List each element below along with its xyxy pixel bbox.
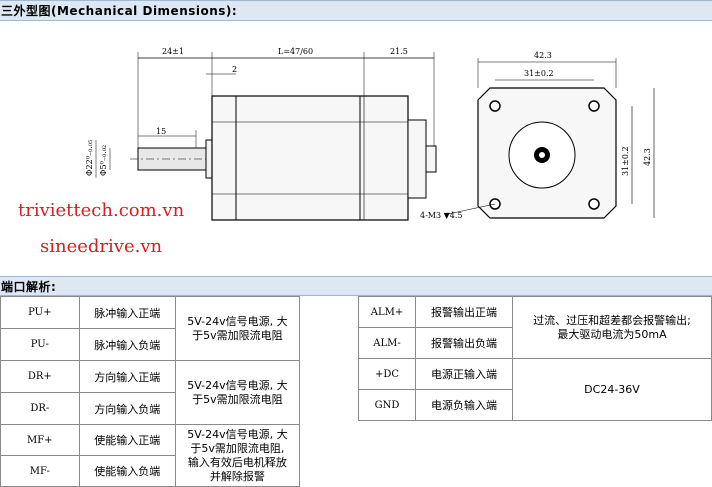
dim-31-side-label: 31±0.2 [621, 146, 630, 176]
table-row: DR- 方向输入负端 [0, 392, 300, 425]
watermark-sineedrive: sineedrive.vn [40, 236, 163, 257]
desc-mf: 5V-24v信号电源, 大于5v需加限流电阻,输入有效后电机释放并解除报警 [174, 424, 301, 487]
desc-dr: 5V-24v信号电源, 大于5v需加限流电阻 [174, 360, 301, 425]
section-header-ports: 端口解析: [0, 276, 712, 296]
mount-hole [588, 100, 600, 112]
table-row: ALM- 报警输出负端 [358, 327, 712, 359]
table-row: MF+ 使能输入正端 5V-24v信号电源, 大于5v需加限流电阻,输入有效后电… [0, 424, 301, 487]
desc-pu: 5V-24v信号电源, 大于5v需加限流电阻 [174, 296, 301, 361]
dim-2-label: 2 [232, 65, 237, 74]
port-table-left: PU+ 脉冲输入正端 5V-24v信号电源, 大于5v需加限流电阻 PU- 脉冲… [0, 296, 301, 487]
function-pu-plus: 脉冲输入正端 [78, 296, 176, 329]
section-title-ports: 端口解析: [1, 280, 57, 294]
dim-holes-label: 4-M3 ▼4.5 [420, 211, 463, 220]
table-row: GND 电源负输入端 [358, 389, 712, 421]
mechanical-drawing: 24±1 L=47/60 21.5 2 15 Φ22⁰₋₀.₀₅ Φ5⁰₋₀.₀… [85, 47, 655, 221]
table-row: MF- 使能输入负端 [0, 455, 300, 487]
function-dc-plus: 电源正输入端 [415, 358, 513, 390]
mount-hole [588, 198, 600, 210]
signal-pu-minus: PU- [0, 328, 80, 361]
watermark-triviettech: triviettech.com.vn [18, 200, 185, 221]
function-dr-plus: 方向输入正端 [78, 360, 176, 393]
desc-dc: DC24-36V [512, 358, 712, 421]
dim-21-5-label: 21.5 [390, 47, 408, 56]
signal-dr-minus: DR- [0, 392, 80, 425]
table-row: ALM+ 报警输出正端 过流、过压和超差都会报警输出;最大驱动电流为50mA [358, 296, 712, 359]
dim-phi5-label: Φ5⁰₋₀.₀₂ [99, 145, 108, 176]
signal-mf-plus: MF+ [0, 424, 80, 456]
desc-alm: 过流、过压和超差都会报警输出;最大驱动电流为50mA [512, 296, 712, 359]
connector [425, 145, 437, 173]
table-row: DR+ 方向输入正端 5V-24v信号电源, 大于5v需加限流电阻 [0, 360, 301, 425]
port-table-right: ALM+ 报警输出正端 过流、过压和超差都会报警输出;最大驱动电流为50mA A… [358, 296, 712, 421]
dim-42-3-side-label: 42.3 [643, 148, 652, 166]
section-title-mechanical: 三外型图(Mechanical Dimensions): [1, 4, 238, 18]
dim-42-3-top-label: 42.3 [534, 51, 552, 60]
dim-24-label: 24±1 [162, 47, 184, 56]
signal-alm-minus: ALM- [358, 327, 416, 359]
dim-31-top-label: 31±0.2 [524, 69, 554, 78]
function-alm-minus: 报警输出负端 [415, 327, 513, 359]
rear-cap [407, 119, 427, 199]
function-alm-plus: 报警输出正端 [415, 296, 513, 328]
table-row: +DC 电源正输入端 DC24-36V [358, 358, 712, 421]
signal-pu-plus: PU+ [0, 296, 80, 329]
signal-mf-minus: MF- [0, 455, 80, 487]
function-mf-minus: 使能输入负端 [78, 455, 176, 487]
function-dr-minus: 方向输入负端 [78, 392, 176, 425]
signal-dr-plus: DR+ [0, 360, 80, 393]
signal-gnd: GND [358, 389, 416, 421]
dim-length-label: L=47/60 [278, 47, 313, 56]
dim-15-label: 15 [156, 127, 166, 136]
function-gnd: 电源负输入端 [415, 389, 513, 421]
table-row: PU+ 脉冲输入正端 5V-24v信号电源, 大于5v需加限流电阻 [0, 296, 301, 361]
dim-phi22-label: Φ22⁰₋₀.₀₅ [85, 140, 94, 176]
mount-hole [489, 100, 501, 112]
signal-dc-plus: +DC [358, 358, 416, 390]
motor-body [211, 95, 409, 221]
signal-alm-plus: ALM+ [358, 296, 416, 328]
section-header-mechanical: 三外型图(Mechanical Dimensions): [0, 0, 712, 21]
function-mf-plus: 使能输入正端 [78, 424, 176, 456]
function-pu-minus: 脉冲输入负端 [78, 328, 176, 361]
table-row: PU- 脉冲输入负端 [0, 328, 300, 361]
